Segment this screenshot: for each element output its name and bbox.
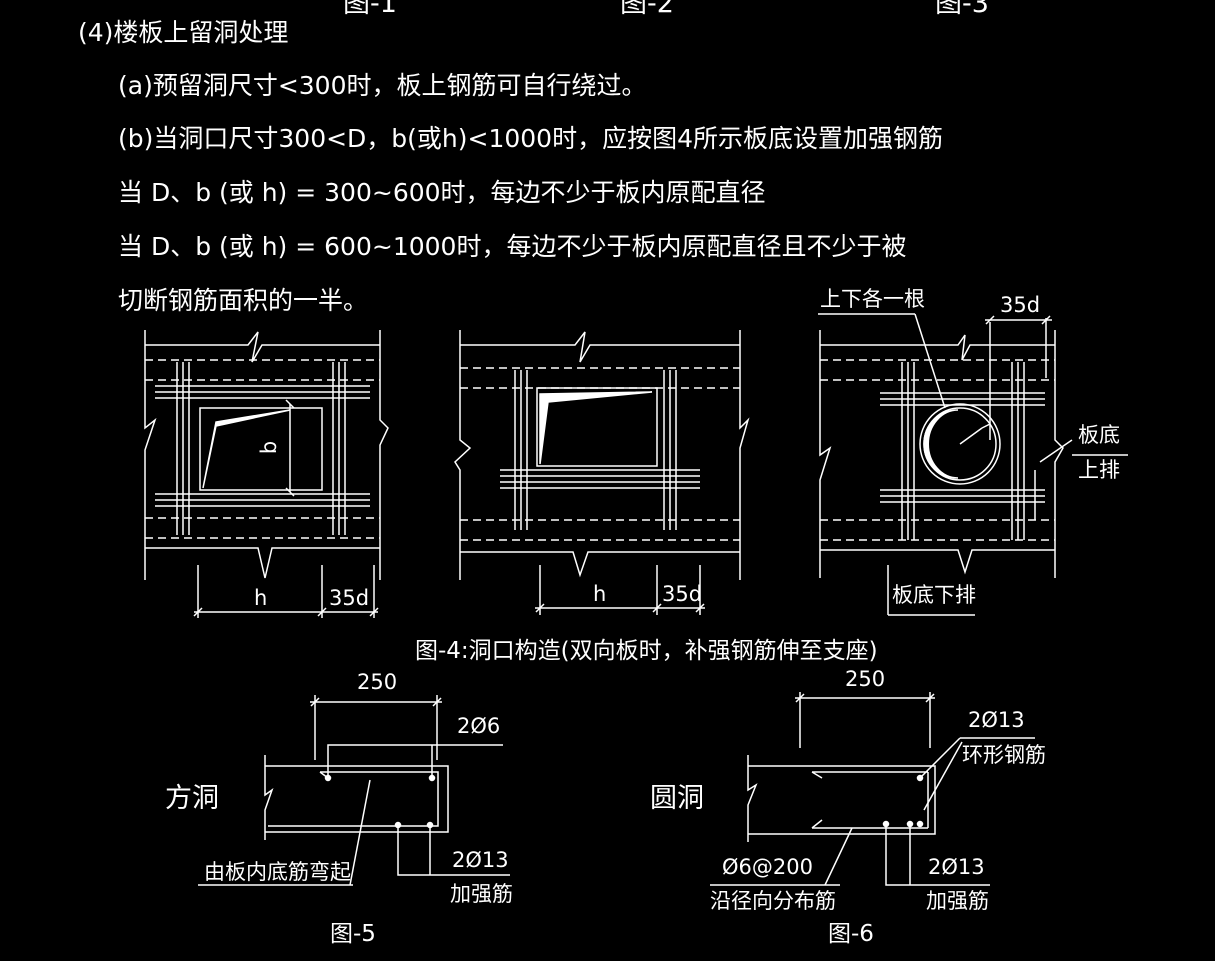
fig5-bottom-bar-note: 加强筋 xyxy=(450,882,513,906)
fig6-drawing xyxy=(710,692,1035,885)
fig5-bent-note: 由板内底筋弯起 xyxy=(204,860,351,884)
fig4-left-dim-b: b xyxy=(257,440,282,455)
fig4-middle-drawing xyxy=(455,330,748,615)
fig4-right-dim-35d: 35d xyxy=(1000,293,1041,317)
fig6-bottom-bar: 2Ø13 xyxy=(928,855,985,879)
fig4-caption: 图-4:洞口构造(双向板时，补强钢筋伸至支座) xyxy=(415,638,878,664)
fig4-middle-dim-h: h xyxy=(593,582,607,606)
fig4-left-drawing xyxy=(145,330,388,618)
section-line-a: (a)预留洞尺寸<300时，板上钢筋可自行绕过。 xyxy=(118,71,647,100)
fig4-right-bottom-top-label-2: 上排 xyxy=(1078,458,1120,482)
section-line-d: 当 D、b (或 h) = 600~1000时，每边不少于板内原配直径且不少于被 xyxy=(118,232,907,261)
fig4-left-dim-35d: 35d xyxy=(329,586,370,610)
section-line-c: 当 D、b (或 h) = 300~600时，每边不少于板内原配直径 xyxy=(118,178,766,207)
fig6-ring-bar: 2Ø13 xyxy=(968,708,1025,732)
section-line-e: 切断钢筋面积的一半。 xyxy=(118,286,369,315)
fig4-left-dim-h: h xyxy=(254,586,268,610)
fig6-bottom-bar-note: 加强筋 xyxy=(926,889,989,913)
fig1-label: 图-1 xyxy=(343,0,397,19)
fig5-bottom-bar: 2Ø13 xyxy=(452,848,509,872)
fig6-caption: 图-6 xyxy=(828,921,874,947)
fig5-caption: 图-5 xyxy=(330,921,376,947)
fig5-top-bar: 2Ø6 xyxy=(457,714,501,738)
fig3-label: 图-3 xyxy=(935,0,989,19)
fig4-right-bottom-top-label-1: 板底 xyxy=(1078,423,1120,447)
fig6-hole-type: 圆洞 xyxy=(650,783,704,814)
fig5-dim-250: 250 xyxy=(357,670,398,694)
fig4-middle-dim-35d: 35d xyxy=(662,582,703,606)
fig5-drawing xyxy=(198,695,510,885)
fig2-label: 图-2 xyxy=(620,0,674,19)
fig6-dim-250: 250 xyxy=(845,667,886,691)
fig4-right-drawing xyxy=(818,314,1128,615)
fig6-ring-bar-note: 环形钢筋 xyxy=(962,743,1046,767)
section-heading: (4)楼板上留洞处理 xyxy=(78,18,289,47)
fig4-right-top-bottom-label: 上下各一根 xyxy=(820,287,925,311)
fig5-hole-type: 方洞 xyxy=(165,783,219,814)
fig6-radial-bar: Ø6@200 xyxy=(722,855,813,879)
section-line-b: (b)当洞口尺寸300<D，b(或h)<1000时，应按图4所示板底设置加强钢筋 xyxy=(118,124,943,153)
fig4-right-bottom-bottom-label: 板底下排 xyxy=(892,583,976,607)
fig6-radial-bar-note: 沿径向分布筋 xyxy=(710,889,836,913)
